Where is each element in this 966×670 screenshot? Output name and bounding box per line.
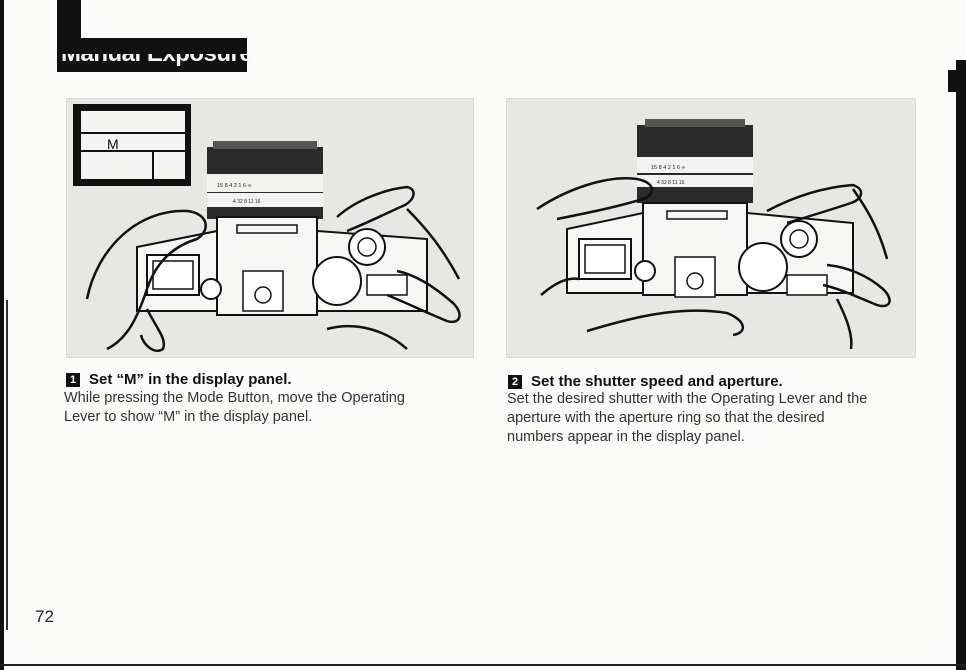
lens-scale-1: 15 8 4 2 1 6 ∞: [651, 165, 686, 171]
step-2-title-text: Set the shutter speed and aperture.: [531, 373, 783, 390]
camera-illustration-1: M 15 8 4 2 1 6 ∞ 4 32 8 11 16: [66, 98, 474, 358]
page-edge-left: [0, 0, 4, 670]
lens-scale-1: 15 8 4 2 1 6 ∞: [217, 183, 252, 189]
header-bar-tail: [57, 0, 81, 40]
step-1-title-text: Set “M” in the display panel.: [89, 371, 292, 388]
camera-drawing-2: 15 8 4 2 1 6 ∞ 4 32 8 11 16: [507, 99, 915, 357]
page-edge-left-inner: [6, 300, 8, 630]
step-1-body-line-1: While pressing the Mode Button, move the…: [64, 390, 405, 406]
step-2-body-line-3: numbers appear in the display panel.: [507, 429, 745, 445]
section-title: Manual Exposure: [61, 54, 252, 70]
step-2-body-line-1: Set the desired shutter with the Operati…: [507, 391, 868, 407]
step-1-body-line-2: Lever to show “M” in the display panel.: [64, 409, 313, 425]
display-letter: M: [107, 136, 119, 152]
step-2-number: 2: [508, 375, 522, 389]
display-panel-inset: M: [73, 104, 191, 186]
step-2-body-line-2: aperture with the aperture ring so that …: [507, 410, 825, 426]
header-bar: [57, 38, 247, 72]
lens-scale-2: 4 32 8 11 16: [657, 180, 685, 186]
step-2-title: 2 Set the shutter speed and aperture.: [508, 373, 783, 390]
step-1-number: 1: [66, 373, 80, 387]
camera-illustration-2: 15 8 4 2 1 6 ∞ 4 32 8 11 16: [506, 98, 916, 358]
step-1-body: While pressing the Mode Button, move the…: [64, 389, 444, 427]
page-edge-right: [956, 60, 966, 670]
step-2-body: Set the desired shutter with the Operati…: [507, 390, 907, 447]
step-1-title: 1 Set “M” in the display panel.: [66, 371, 292, 388]
page-edge-tab: [948, 70, 966, 92]
bottom-rule: [0, 664, 966, 666]
lens-scale-2: 4 32 8 11 16: [233, 199, 261, 205]
camera-drawing-1: M 15 8 4 2 1 6 ∞ 4 32 8 11 16: [67, 99, 473, 357]
page-number: 72: [35, 607, 54, 626]
